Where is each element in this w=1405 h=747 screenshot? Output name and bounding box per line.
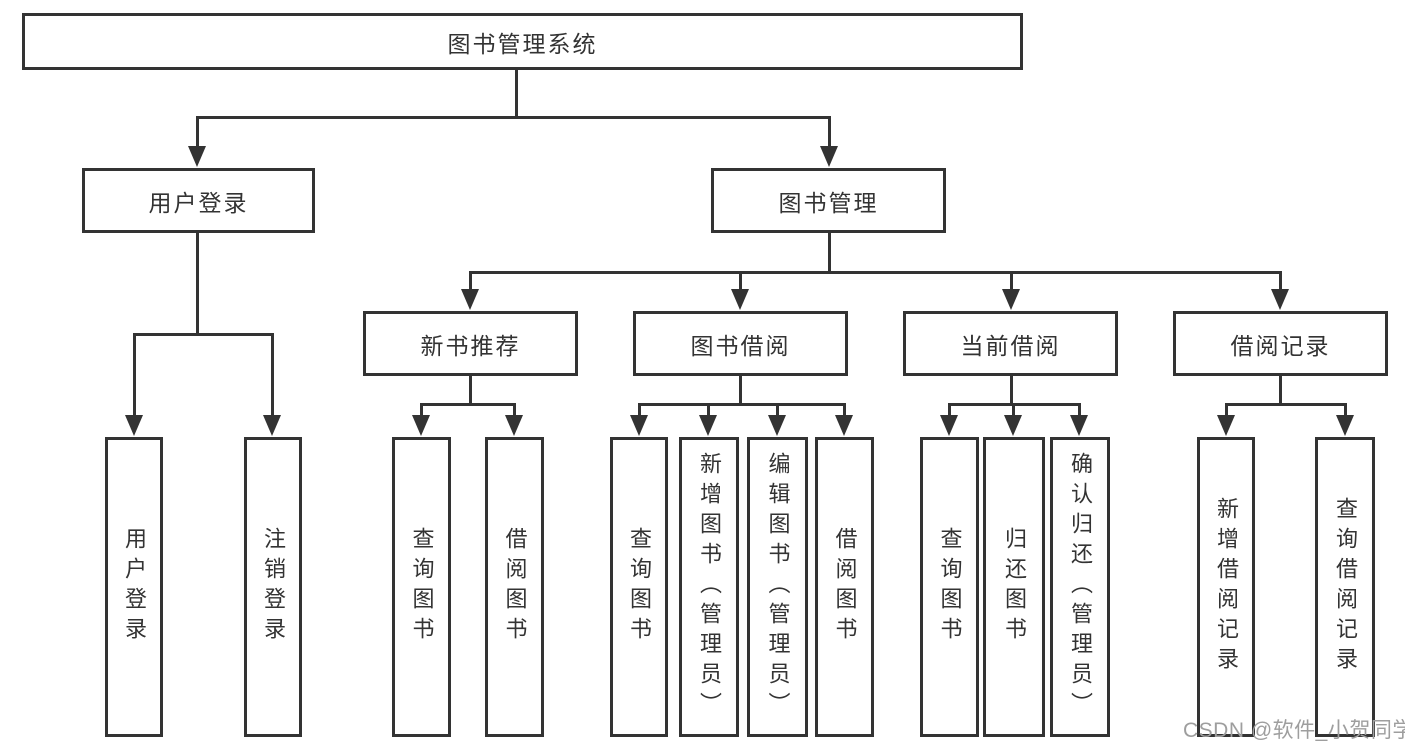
node-current-borrowing: 当前借阅 — [903, 311, 1118, 376]
csdn-watermark: CSDN @软件_小贺同学 — [1183, 719, 1405, 742]
leaf-confirm-return-admin-label: 确认归还（管理员） — [1068, 452, 1093, 722]
leaf-logout-label: 注销登录 — [261, 527, 286, 647]
connector-drop-leaf-query-record — [1344, 403, 1347, 418]
leaf-add-borrow-record-label: 新增借阅记录 — [1214, 497, 1239, 677]
arrowhead-book-borrowing-icon — [731, 289, 749, 310]
connector-user-login-stem — [196, 233, 199, 335]
leaf-user-login-label: 用户登录 — [122, 527, 147, 647]
connector-book-management-stem — [828, 233, 831, 273]
connector-drop-leaf-query-bor — [638, 403, 641, 418]
leaf-user-login: 用户登录 — [105, 437, 163, 737]
arrowhead-borrowing-records-icon — [1271, 289, 1289, 310]
connector-book-borrowing-stem — [739, 376, 742, 406]
node-new-book-recommend-label: 新书推荐 — [420, 332, 521, 359]
connector-drop-leaf-return-book — [1012, 403, 1015, 418]
leaf-query-books-current-label: 查询图书 — [937, 527, 963, 647]
leaf-borrow-books-recommend-label: 借阅图书 — [502, 527, 528, 647]
leaf-confirm-return-admin: 确认归还（管理员） — [1050, 437, 1110, 737]
arrowhead-leaf-query-bor-icon — [630, 415, 648, 436]
connector-drop-book-management — [828, 116, 831, 149]
arrowhead-leaf-return-book-icon — [1004, 415, 1022, 436]
arrowhead-leaf-query-rec-icon — [412, 415, 430, 436]
connector-drop-leaf-borrow-rec — [513, 403, 516, 418]
connector-current-borrowing-stem — [1010, 376, 1013, 406]
connector-drop-leaf-add-record — [1225, 403, 1228, 418]
leaf-borrow-books-recommend: 借阅图书 — [485, 437, 544, 737]
node-book-borrowing: 图书借阅 — [633, 311, 848, 376]
connector-drop-new-book-recommend — [469, 271, 472, 292]
arrowhead-current-borrowing-icon — [1002, 289, 1020, 310]
arrowhead-leaf-borrow-book-icon — [835, 415, 853, 436]
leaf-edit-book-admin: 编辑图书（管理员） — [747, 437, 808, 737]
node-borrowing-records-label: 借阅记录 — [1230, 332, 1331, 359]
node-user-login: 用户登录 — [82, 168, 315, 233]
arrowhead-leaf-add-record-icon — [1217, 415, 1235, 436]
connector-root-stem — [515, 68, 518, 118]
leaf-query-borrow-record-label: 查询借阅记录 — [1333, 497, 1358, 677]
leaf-borrow-books: 借阅图书 — [815, 437, 874, 737]
connector-new-book-recommend-stem — [469, 376, 472, 406]
node-user-login-label: 用户登录 — [148, 189, 249, 216]
connector-book-borrowing-bus — [638, 403, 846, 406]
leaf-edit-book-admin-label: 编辑图书（管理员） — [765, 452, 791, 722]
leaf-query-borrow-record: 查询借阅记录 — [1315, 437, 1375, 737]
arrowhead-leaf-user-login-icon — [125, 415, 143, 436]
leaf-query-books-recommend-label: 查询图书 — [409, 527, 435, 647]
leaf-add-book-admin: 新增图书（管理员） — [679, 437, 739, 737]
arrowhead-user-login-icon — [188, 146, 206, 167]
connector-drop-leaf-add-book — [707, 403, 710, 418]
connector-drop-book-borrowing — [739, 271, 742, 292]
leaf-borrow-books-label: 借阅图书 — [832, 527, 858, 647]
leaf-query-books-current: 查询图书 — [920, 437, 979, 737]
connector-borrowing-records-bus — [1225, 403, 1347, 406]
node-book-borrowing-label: 图书借阅 — [690, 332, 791, 359]
node-book-management-label: 图书管理 — [778, 189, 879, 216]
node-borrowing-records: 借阅记录 — [1173, 311, 1388, 376]
arrowhead-leaf-borrow-rec-icon — [505, 415, 523, 436]
node-root-library-system: 图书管理系统 — [22, 13, 1023, 70]
node-new-book-recommend: 新书推荐 — [363, 311, 578, 376]
connector-drop-leaf-borrow-book — [843, 403, 846, 418]
arrowhead-leaf-logout-icon — [263, 415, 281, 436]
node-book-management: 图书管理 — [711, 168, 946, 233]
connector-drop-user-login — [196, 116, 199, 149]
arrowhead-leaf-add-book-icon — [699, 415, 717, 436]
leaf-query-books-borrowing-label: 查询图书 — [627, 527, 652, 647]
connector-drop-leaf-edit-book — [776, 403, 779, 418]
arrowhead-leaf-edit-book-icon — [768, 415, 786, 436]
arrowhead-leaf-query-cur-icon — [940, 415, 958, 436]
leaf-return-book-label: 归还图书 — [1002, 527, 1027, 647]
leaf-logout: 注销登录 — [244, 437, 302, 737]
connector-book-management-bus — [469, 271, 1282, 274]
leaf-return-book: 归还图书 — [983, 437, 1045, 737]
connector-drop-leaf-confirm-return — [1078, 403, 1081, 418]
connector-drop-leaf-query-rec — [420, 403, 423, 418]
connector-root-bus — [196, 116, 831, 119]
arrowhead-leaf-query-record-icon — [1336, 415, 1354, 436]
connector-drop-leaf-user-login — [133, 333, 136, 417]
leaf-add-book-admin-label: 新增图书（管理员） — [697, 452, 722, 722]
connector-user-login-bus — [133, 333, 274, 336]
arrowhead-leaf-confirm-return-icon — [1070, 415, 1088, 436]
arrowhead-book-management-icon — [820, 146, 838, 167]
connector-drop-current-borrowing — [1010, 271, 1013, 292]
connector-new-book-recommend-bus — [420, 403, 516, 406]
connector-drop-leaf-query-cur — [948, 403, 951, 418]
node-root-label: 图书管理系统 — [447, 30, 598, 57]
node-current-borrowing-label: 当前借阅 — [960, 332, 1061, 359]
connector-borrowing-records-stem — [1279, 376, 1282, 406]
arrowhead-new-book-recommend-icon — [461, 289, 479, 310]
leaf-add-borrow-record: 新增借阅记录 — [1197, 437, 1255, 737]
leaf-query-books-recommend: 查询图书 — [392, 437, 451, 737]
leaf-query-books-borrowing: 查询图书 — [610, 437, 668, 737]
connector-drop-leaf-logout — [271, 333, 274, 417]
connector-drop-borrowing-records — [1279, 271, 1282, 292]
